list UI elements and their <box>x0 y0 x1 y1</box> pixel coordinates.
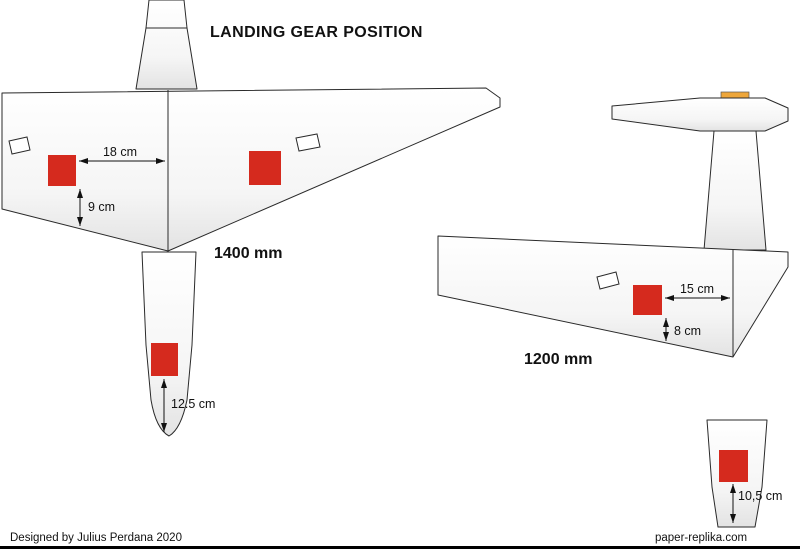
dimension-label: 18 cm <box>103 145 137 159</box>
gear-marker-tail-1400 <box>151 343 178 376</box>
gear-marker-left-wing-1400 <box>48 155 76 186</box>
website-credit: paper-replika.com <box>655 532 747 544</box>
front-fuselage-1200 <box>703 130 767 251</box>
plane-1200: 15 cm 8 cm 10,5 cm 1200 mm <box>437 91 789 528</box>
wing-hatch-right-1400 <box>295 133 321 152</box>
main-wing-1200 <box>437 235 789 358</box>
page-title: LANDING GEAR POSITION <box>210 24 423 41</box>
dimension-tail-1200: 10,5 cm <box>730 484 782 523</box>
wingspan-label-1200: 1200 mm <box>524 351 593 368</box>
wing-hatch-left-1400 <box>8 136 31 155</box>
gear-marker-right-wing-1400 <box>249 151 281 185</box>
dimension-wing-horizontal-1200: 15 cm <box>665 282 730 301</box>
wingspan-label-1400: 1400 mm <box>214 245 283 262</box>
dimension-tail-1400: 12.5 cm <box>161 379 215 432</box>
dimension-label: 8 cm <box>674 324 701 338</box>
nose-stabilizer-1200 <box>611 97 789 132</box>
nose-tab-1200 <box>720 91 750 99</box>
dimension-label: 15 cm <box>680 282 714 296</box>
plane-1400: 18 cm 9 cm 12.5 cm 1400 mm <box>1 0 501 437</box>
dimension-wing-vertical-1400: 9 cm <box>77 189 115 226</box>
dimension-wing-horizontal-1400: 18 cm <box>79 145 165 164</box>
designer-credit: Designed by Julius Perdana 2020 <box>10 532 182 544</box>
bottom-border-line <box>0 546 800 549</box>
nose-section-1400 <box>135 0 198 90</box>
gear-marker-tail-1200 <box>719 450 748 482</box>
dimension-label: 10,5 cm <box>738 489 782 503</box>
dimension-label: 12.5 cm <box>171 397 215 411</box>
gear-marker-wing-1200 <box>633 285 662 315</box>
dimension-label: 9 cm <box>88 200 115 214</box>
wing-hatch-1200 <box>596 271 620 290</box>
dimension-wing-vertical-1200: 8 cm <box>663 318 701 341</box>
